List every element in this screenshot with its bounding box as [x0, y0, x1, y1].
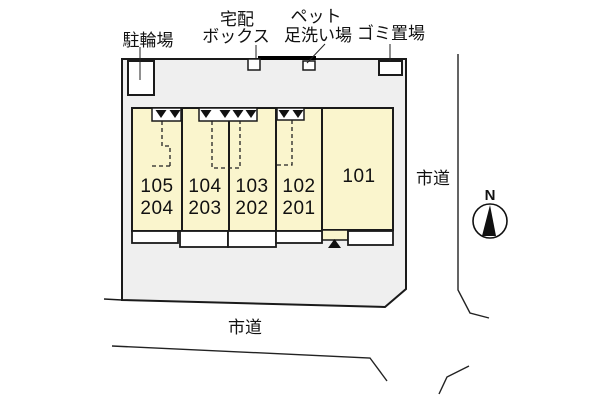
- delivery-box-label-line1: 宅配: [220, 10, 254, 29]
- entrance-arrow-icon: [245, 110, 257, 118]
- pet-foot-wash-marker: [302, 60, 316, 71]
- road-label-bottom: 市道: [228, 318, 262, 337]
- pet-foot-wash-label-line2: 足洗い場: [284, 26, 352, 45]
- entry-path-102: [277, 120, 293, 166]
- entrance-arrow-icon: [292, 110, 304, 118]
- garbage-area-marker: [378, 60, 403, 76]
- entrance-arrow-icon: [219, 110, 231, 118]
- balcony-105: [131, 230, 179, 244]
- north-compass: N: [472, 187, 508, 239]
- road-line-bottom: [111, 345, 388, 382]
- unit-101: [321, 107, 394, 231]
- unit-label-103: 103: [235, 176, 268, 197]
- unit-label-201: 201: [282, 198, 315, 219]
- unit-label-202: 202: [235, 198, 268, 219]
- unit-104-203: [181, 107, 230, 232]
- bicycle-parking-area: [127, 60, 155, 96]
- plot-bottom-edge-extension: [103, 298, 123, 301]
- entry-path-104-103: [211, 121, 241, 169]
- road-corner-line: [438, 365, 470, 395]
- delivery-box-marker: [247, 58, 261, 71]
- balcony-104: [179, 230, 229, 248]
- entrance-arrow-icon: [169, 110, 181, 118]
- compass-needle-icon: [482, 205, 496, 236]
- unit-101-entrance-arrow-icon: [328, 239, 341, 248]
- unit-label-204: 204: [140, 198, 173, 219]
- entrance-arrow-icon: [200, 110, 212, 118]
- bicycle-parking-label: 駐輪場: [123, 31, 174, 50]
- unit-label-105: 105: [140, 176, 173, 197]
- pet-foot-wash-label-line1: ペット: [291, 7, 342, 26]
- compass-north-label: N: [485, 187, 496, 204]
- unit-101-step: [321, 229, 349, 241]
- balcony-103: [227, 230, 277, 248]
- entrance-arrow-icon: [232, 110, 244, 118]
- balcony-102: [275, 230, 323, 244]
- entry-path-105: [152, 121, 172, 167]
- unit-label-203: 203: [188, 198, 221, 219]
- road-line-right: [457, 54, 490, 319]
- road-label-right: 市道: [416, 169, 450, 188]
- delivery-box-label-line2: ボックス: [202, 27, 270, 46]
- unit-label-104: 104: [188, 176, 221, 197]
- unit-label-102: 102: [282, 176, 315, 197]
- entrance-markers: [155, 110, 304, 118]
- entrance-arrow-icon: [278, 110, 290, 118]
- unit-label-101: 101: [342, 166, 375, 187]
- entrance-arrow-icon: [155, 110, 167, 118]
- pet-foot-wash-leader-line: [306, 43, 326, 64]
- garbage-area-label: ゴミ置場: [357, 23, 425, 43]
- balcony-101: [347, 230, 394, 246]
